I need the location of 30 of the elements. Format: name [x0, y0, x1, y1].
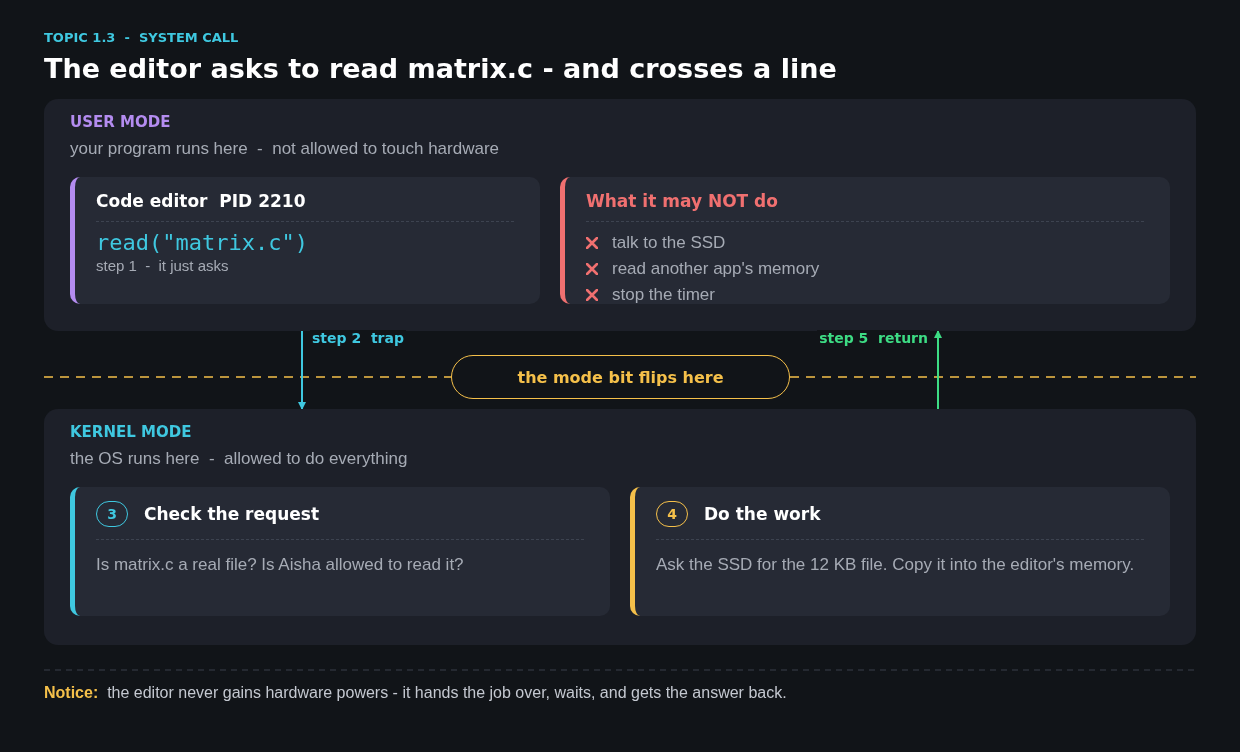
kernel-mode-panel: [44, 409, 1196, 645]
user-mode-panel: [44, 99, 1196, 331]
section-subtitle: the OS runs here - allowed to do everything: [70, 449, 408, 469]
card-body-text: Is matrix.c a real file? Is Aisha allowed to read it?: [96, 554, 465, 575]
notice-text: Notice: the editor never gains hardware powers - it hands the job over, waits, and gets the answer back.: [44, 684, 787, 702]
list-item-text: talk to the SSD: [612, 233, 726, 253]
arrow: [934, 330, 942, 410]
code-text: read("matrix.c"): [96, 230, 309, 255]
card-body-text: Ask the SSD for the 12 KB file. Copy it into the editor's memory.: [656, 554, 1136, 575]
step-card: [630, 487, 1170, 616]
card-heading: Do the work: [704, 504, 821, 524]
edge-label: step 2 trap: [310, 330, 406, 346]
restrictions-card: [560, 177, 1170, 304]
process-card: [70, 177, 540, 304]
eyebrow-label: TOPIC 1.3 - SYSTEM CALL: [44, 30, 239, 45]
card-heading: What it may NOT do: [586, 177, 1144, 222]
mode-bit-pill: [451, 355, 790, 399]
step-card: [70, 487, 610, 616]
edge-label: step 5 return: [817, 330, 930, 346]
section-subtitle: your program runs here - not allowed to touch hardware: [70, 139, 499, 159]
pill-text: the mode bit flips here: [517, 367, 724, 387]
arrow: [298, 330, 306, 410]
card-heading: Code editor PID 2210: [96, 177, 514, 222]
list-item-text: stop the timer: [612, 285, 715, 305]
section-heading: USER MODE: [70, 113, 171, 131]
page-title: The editor asks to read matrix.c - and crosses a line: [44, 53, 837, 84]
list-item-text: read another app's memory: [612, 259, 820, 279]
step-note: step 1 - it just asks: [96, 257, 230, 274]
card-heading: Check the request: [144, 504, 320, 524]
section-heading: KERNEL MODE: [70, 423, 192, 441]
